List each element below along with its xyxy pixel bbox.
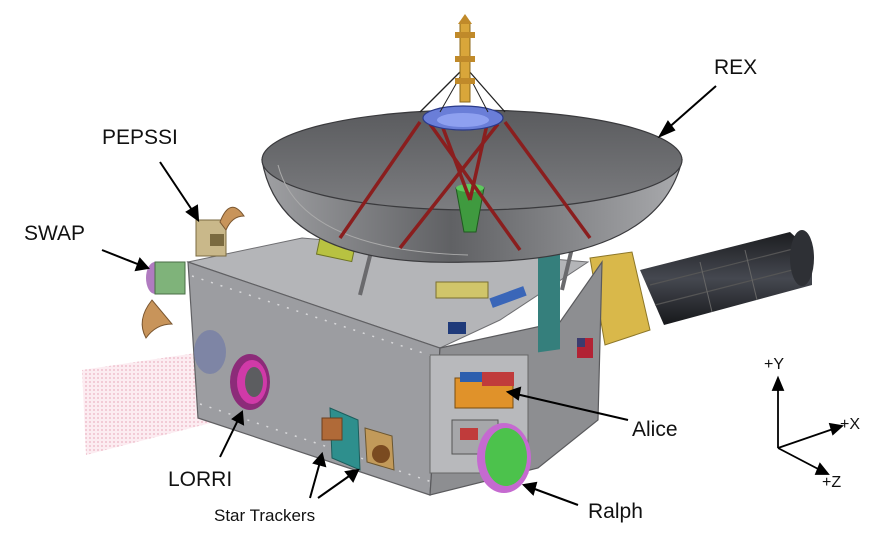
star-tracker-arrow-2 [317,473,353,499]
label-lorri: LORRI [168,468,233,491]
label-pepssi: PEPSSI [102,126,178,149]
us-flag [577,338,593,358]
lorri-fov-cone [82,348,230,455]
star-tracker-arrow-1 [309,461,321,499]
rex-arrow [665,85,717,131]
ralph-arrow [531,487,579,506]
star-tracker-unit [321,407,395,471]
axis-label-y: +Y [764,356,785,373]
swap-arrow [101,249,141,266]
label-swap: SWAP [24,222,86,245]
label-alice: Alice [632,418,678,441]
alice-instrument [454,372,514,409]
lorri-aperture [194,330,270,410]
label-ralph: Ralph [588,500,643,523]
subreflector-struts [338,119,592,252]
pepssi-arrow [159,161,195,214]
antenna-mast [419,14,506,113]
rtg [589,230,814,346]
pepssi-instrument [195,206,245,257]
axis-label-x: +X [840,416,861,433]
leader-arrows [101,85,717,506]
label-star-trackers: Star Trackers [214,506,316,525]
subreflector [422,105,504,131]
ralph-instrument [477,423,531,493]
lorri-arrow [219,419,239,458]
swap-instrument [141,261,186,339]
coordinate-axes [771,375,845,475]
label-rex: REX [714,56,758,79]
axis-label-z: +Z [822,474,842,491]
alice-arrow [515,393,629,421]
